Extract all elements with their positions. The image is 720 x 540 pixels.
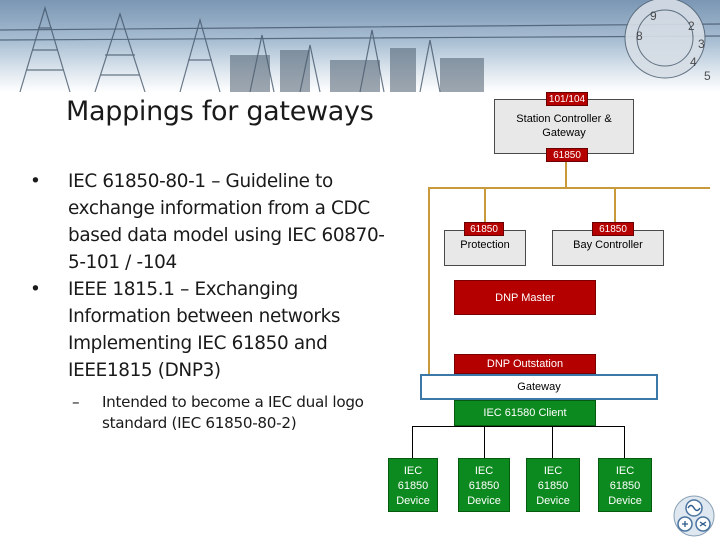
device-line: IEC <box>403 465 423 477</box>
sub-bullet-dash: – <box>72 393 80 411</box>
bullet-text: IEEE 1815.1 – Exchanging Information bet… <box>68 279 341 381</box>
iec-client-label: IEC 61580 Client <box>483 407 567 419</box>
protection-drop <box>484 188 486 224</box>
iec-device-box: IEC 61850 Device <box>388 458 438 512</box>
dnp-master-box: DNP Master <box>454 280 596 315</box>
dnp-outstation-box: DNP Outstation <box>454 354 596 374</box>
device-link-line <box>412 426 413 458</box>
station-controller-label: Station Controller & Gateway <box>516 113 612 139</box>
svg-text:2: 2 <box>688 19 695 33</box>
device-line: Device <box>536 495 570 507</box>
station-bus-horizontal <box>428 187 710 189</box>
device-line: Device <box>608 495 642 507</box>
station-controller-box: Station Controller & Gateway <box>494 99 634 154</box>
device-link-line <box>484 426 485 458</box>
gateway-drop <box>428 188 430 378</box>
station-bus-vertical <box>565 162 567 188</box>
protocol-tag-61850: 61850 <box>546 148 588 162</box>
bay-controller-drop <box>614 188 616 224</box>
device-link-line <box>552 426 553 458</box>
corner-logo-icon <box>673 495 715 537</box>
device-link-line <box>624 426 625 458</box>
slide-title: Mappings for gateways <box>66 96 374 127</box>
protection-label: Protection <box>460 239 510 251</box>
iec-device-box: IEC 61850 Device <box>598 458 652 512</box>
bay-controller-label: Bay Controller <box>573 239 643 251</box>
device-line: Device <box>396 495 430 507</box>
dnp-outstation-label: DNP Outstation <box>486 358 564 370</box>
device-bus-line <box>412 426 625 427</box>
device-line: IEC <box>474 465 494 477</box>
bullet-item: • IEEE 1815.1 – Exchanging Information b… <box>30 276 390 384</box>
iec-device-box: IEC 61850 Device <box>458 458 510 512</box>
device-line: 61850 <box>397 480 429 492</box>
svg-text:9: 9 <box>650 9 657 23</box>
dnp-master-label: DNP Master <box>495 292 555 304</box>
sub-bullet-item: – Intended to become a IEC dual logo sta… <box>30 392 390 434</box>
sub-bullet-text: Intended to become a IEC dual logo stand… <box>102 393 364 432</box>
iec-client-box: IEC 61580 Client <box>454 400 596 426</box>
device-line: IEC <box>615 465 635 477</box>
bullet-list: • IEC 61850-80-1 – Guideline to exchange… <box>30 168 390 434</box>
protection-tag-61850: 61850 <box>464 222 504 236</box>
bullet-item: • IEC 61850-80-1 – Guideline to exchange… <box>30 168 390 276</box>
device-line: 61850 <box>537 480 569 492</box>
bullet-dot: • <box>30 171 41 192</box>
protocol-tag-101-104: 101/104 <box>546 92 588 106</box>
gateway-box: Gateway <box>420 374 658 400</box>
iec-device-box: IEC 61850 Device <box>526 458 580 512</box>
bay-controller-tag-61850: 61850 <box>592 222 634 236</box>
svg-text:5: 5 <box>704 69 711 83</box>
gateway-label: Gateway <box>517 381 561 393</box>
svg-text:8: 8 <box>636 29 643 43</box>
bullet-dot: • <box>30 279 41 300</box>
svg-text:4: 4 <box>690 55 697 69</box>
device-line: Device <box>467 495 501 507</box>
device-line: 61850 <box>468 480 500 492</box>
device-line: IEC <box>543 465 563 477</box>
device-line: 61850 <box>609 480 641 492</box>
bullet-text: IEC 61850-80-1 – Guideline to exchange i… <box>68 171 385 273</box>
svg-text:3: 3 <box>698 37 705 51</box>
